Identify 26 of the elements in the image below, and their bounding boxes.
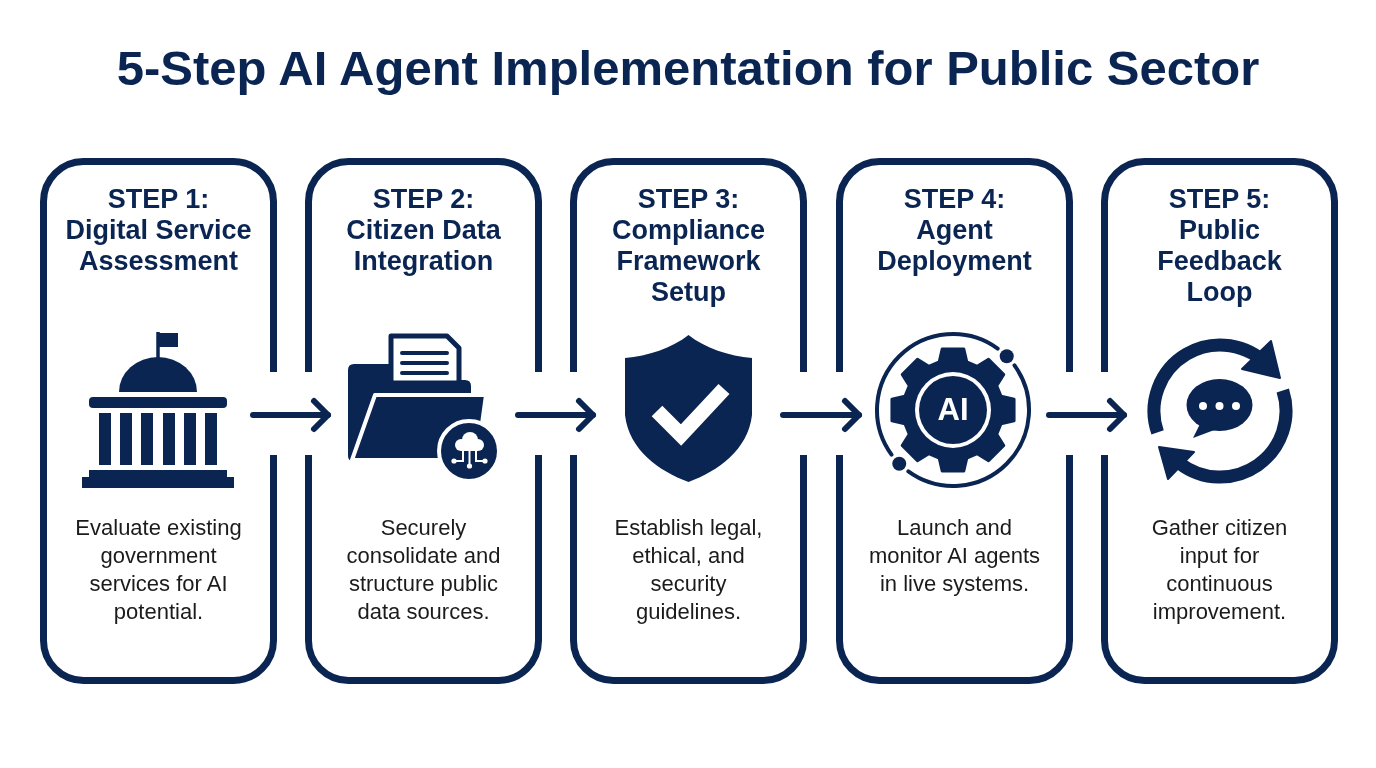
- step-number: STEP 5:: [1168, 184, 1271, 215]
- step-card: [40, 158, 277, 684]
- step-card: [305, 158, 542, 684]
- step-number: STEP 1:: [107, 184, 210, 215]
- step-card: [836, 158, 1073, 684]
- arrow: [250, 398, 331, 432]
- diagram-title: 5-Step AI Agent Implementation for Public Sector: [115, 40, 1261, 97]
- step-number: STEP 4:: [903, 184, 1006, 215]
- step-card: [1101, 158, 1338, 684]
- arrow: [780, 398, 862, 432]
- step-description: Gather citizen input for continuous improvement.: [1150, 514, 1289, 626]
- step-title: Agent Deployment: [876, 215, 1033, 277]
- step-description: Evaluate existing government services for AI potential.: [74, 514, 243, 626]
- step-description: Securely consolidate and structure public data sources.: [345, 514, 502, 626]
- step-description: Establish legal, ethical, and security guidelines.: [613, 514, 764, 626]
- step-title: Citizen Data Integration: [345, 215, 502, 277]
- step-title: Compliance Framework Setup: [610, 215, 766, 308]
- step-description: Launch and monitor AI agents in live systems.: [867, 514, 1042, 598]
- step-number: STEP 2:: [372, 184, 475, 215]
- step-title: Public Feedback Loop: [1156, 215, 1283, 308]
- icon-label: AI: [937, 393, 969, 427]
- arrow: [1046, 398, 1127, 432]
- step-title: Digital Service Assessment: [64, 215, 253, 277]
- arrow: [515, 398, 596, 432]
- step-number: STEP 3:: [637, 184, 740, 215]
- step-card: [570, 158, 807, 684]
